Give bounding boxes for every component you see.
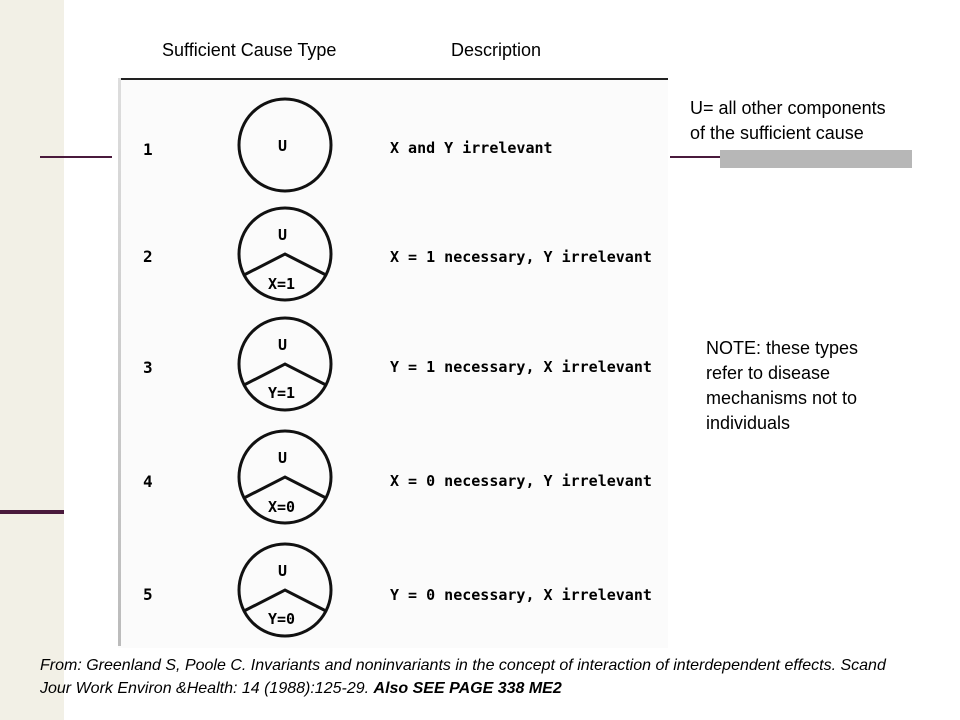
u-definition-line-1: U= all other components: [690, 98, 886, 118]
left-rule-top: [40, 156, 112, 158]
pie-wedge: [243, 588, 327, 613]
citation-footer: From: Greenland S, Poole C. Invariants a…: [40, 654, 920, 700]
row-description: Y = 0 necessary, X irrelevant: [390, 586, 652, 604]
sufficient-cause-pie: [237, 542, 333, 638]
scanned-table: [118, 78, 668, 648]
cause-row-4: 4 U X=0 X = 0 necessary, Y irrelevant: [143, 429, 652, 525]
pie-label-u: U: [278, 449, 287, 467]
pie-wedge: [243, 362, 327, 387]
sufficient-cause-pie: [237, 316, 333, 412]
pie-wedge: [243, 252, 327, 277]
row-number: 4: [143, 472, 153, 491]
gray-accent-bar: [720, 150, 912, 168]
pie-label-component: Y=1: [268, 384, 295, 402]
citation-text: From: Greenland S, Poole C. Invariants a…: [40, 657, 886, 697]
cause-row-1: 1 U X and Y irrelevant: [143, 97, 553, 193]
note-line-4: individuals: [706, 413, 791, 433]
pie-label-u: U: [278, 562, 287, 580]
row-description: X = 0 necessary, Y irrelevant: [390, 472, 652, 490]
cause-row-5: 5 U Y=0 Y = 0 necessary, X irrelevant: [143, 542, 652, 638]
mechanism-note: NOTE: these types refer to disease mecha…: [706, 336, 858, 436]
row-number: 2: [143, 247, 153, 266]
left-decorative-band: [0, 0, 64, 720]
pie-label-component: Y=0: [268, 610, 295, 628]
note-line-3: mechanisms not to: [706, 388, 858, 408]
sufficient-cause-pie: [237, 97, 333, 193]
see-also-reference: Also SEE PAGE 338 ME2: [373, 680, 562, 697]
pie-label-component: X=0: [268, 498, 295, 516]
scan-edge: [118, 78, 121, 646]
u-definition-note: U= all other components of the sufficien…: [690, 96, 886, 146]
sufficient-cause-pie: [237, 429, 333, 525]
u-definition-line-2: of the sufficient cause: [690, 123, 864, 143]
row-number: 5: [143, 585, 153, 604]
row-number: 3: [143, 358, 153, 377]
header-sufficient-cause-type: Sufficient Cause Type: [162, 40, 337, 60]
header-description: Description: [451, 40, 542, 60]
row-number: 1: [143, 140, 153, 159]
pie-label-u: U: [278, 336, 287, 354]
cause-row-3: 3 U Y=1 Y = 1 necessary, X irrelevant: [143, 316, 652, 412]
note-line-1: NOTE: these types: [706, 338, 859, 358]
row-description: X and Y irrelevant: [390, 139, 553, 157]
pie-label-component: X=1: [268, 275, 295, 293]
sufficient-cause-pie: [237, 206, 333, 302]
note-line-2: refer to disease: [706, 363, 831, 383]
row-description: Y = 1 necessary, X irrelevant: [390, 358, 652, 376]
cause-row-2: 2 U X=1 X = 1 necessary, Y irrelevant: [143, 206, 652, 302]
pie-wedge: [243, 475, 327, 500]
pie-label-u: U: [278, 226, 287, 244]
left-rule-bottom: [0, 510, 64, 514]
row-description: X = 1 necessary, Y irrelevant: [390, 248, 652, 266]
pie-label-u: U: [278, 137, 287, 155]
